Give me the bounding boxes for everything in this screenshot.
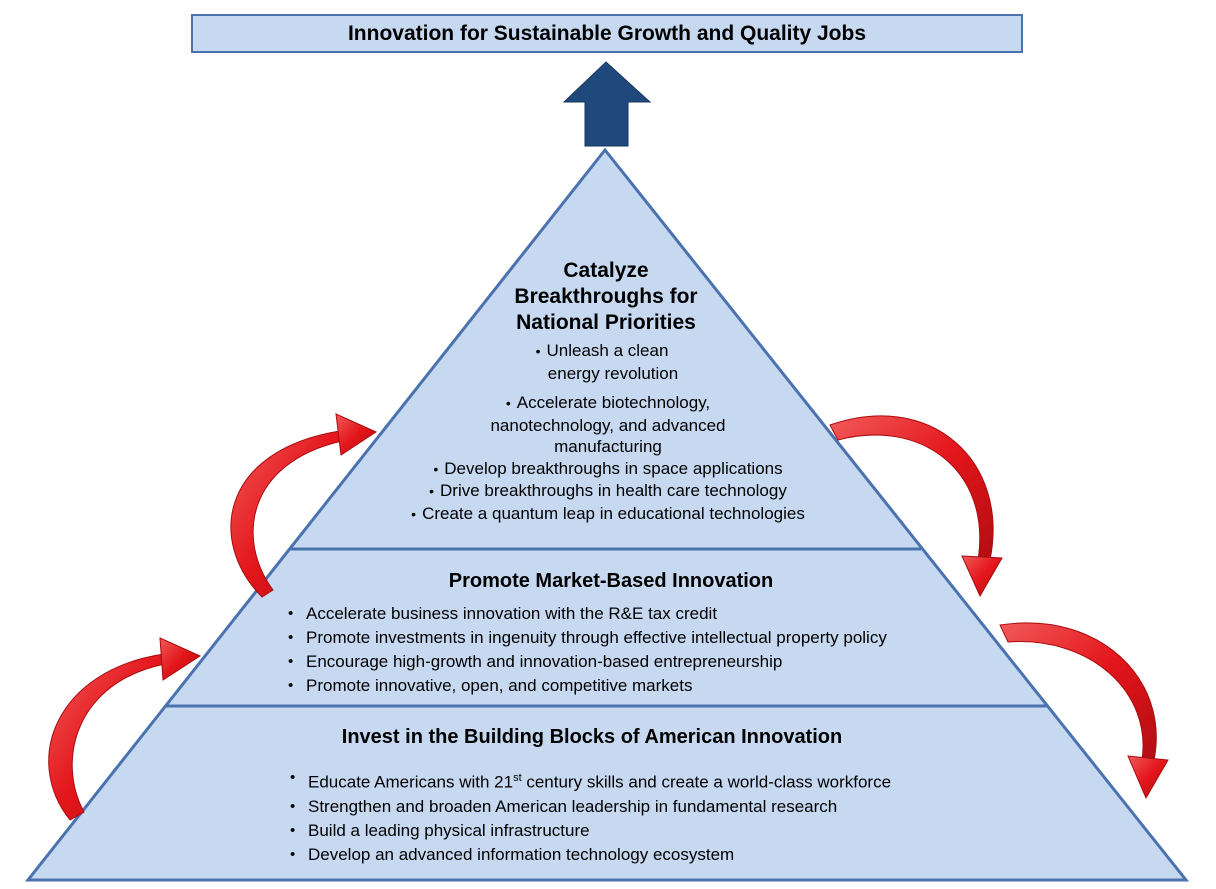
up-arrow-icon	[562, 61, 652, 147]
curved-arrow-left-upper-icon	[230, 413, 378, 598]
bottom-tier-title: Invest in the Building Blocks of America…	[341, 726, 843, 748]
top-tier-item: •Drive breakthroughs in health care tech…	[429, 481, 787, 500]
curved-arrow-right-upper-icon	[829, 415, 1003, 598]
bottom-tier-item: Educate Americans with 21st century skil…	[288, 766, 891, 795]
middle-tier-item: Promote innovative, open, and competitiv…	[286, 674, 887, 698]
bottom-tier-item: Build a leading physical infrastructure	[288, 819, 891, 843]
top-tier-item: •Develop breakthroughs in space applicat…	[433, 458, 783, 478]
top-tier-item: •Create a quantum leap in educational te…	[411, 503, 805, 523]
top-tier-title: Catalyze Breakthroughs for National Prio…	[514, 259, 698, 334]
middle-tier-item: Encourage high-growth and innovation-bas…	[286, 650, 887, 674]
bottom-tier-list: Educate Americans with 21st century skil…	[288, 766, 891, 867]
top-tier-list: •Unleash a clean energy revolution •Acce…	[0, 340, 1216, 525]
goal-box: Innovation for Sustainable Growth and Qu…	[191, 14, 1023, 53]
middle-tier-item: Accelerate business innovation with the …	[286, 602, 887, 626]
curved-arrow-left-lower-icon	[48, 637, 202, 821]
top-tier-item: •Accelerate biotechnology, nanotechnolog…	[490, 393, 726, 456]
goal-label: Innovation for Sustainable Growth and Qu…	[347, 21, 867, 45]
middle-tier-list: Accelerate business innovation with the …	[286, 602, 887, 698]
curved-arrow-right-lower-icon	[999, 622, 1169, 800]
middle-tier-item: Promote investments in ingenuity through…	[286, 626, 887, 650]
bottom-tier-item: Strengthen and broaden American leadersh…	[288, 795, 891, 819]
top-tier-item: •Unleash a clean energy revolution	[535, 341, 679, 383]
bottom-tier-item: Develop an advanced information technolo…	[288, 843, 891, 867]
middle-tier-title: Promote Market-Based Innovation	[448, 570, 774, 592]
